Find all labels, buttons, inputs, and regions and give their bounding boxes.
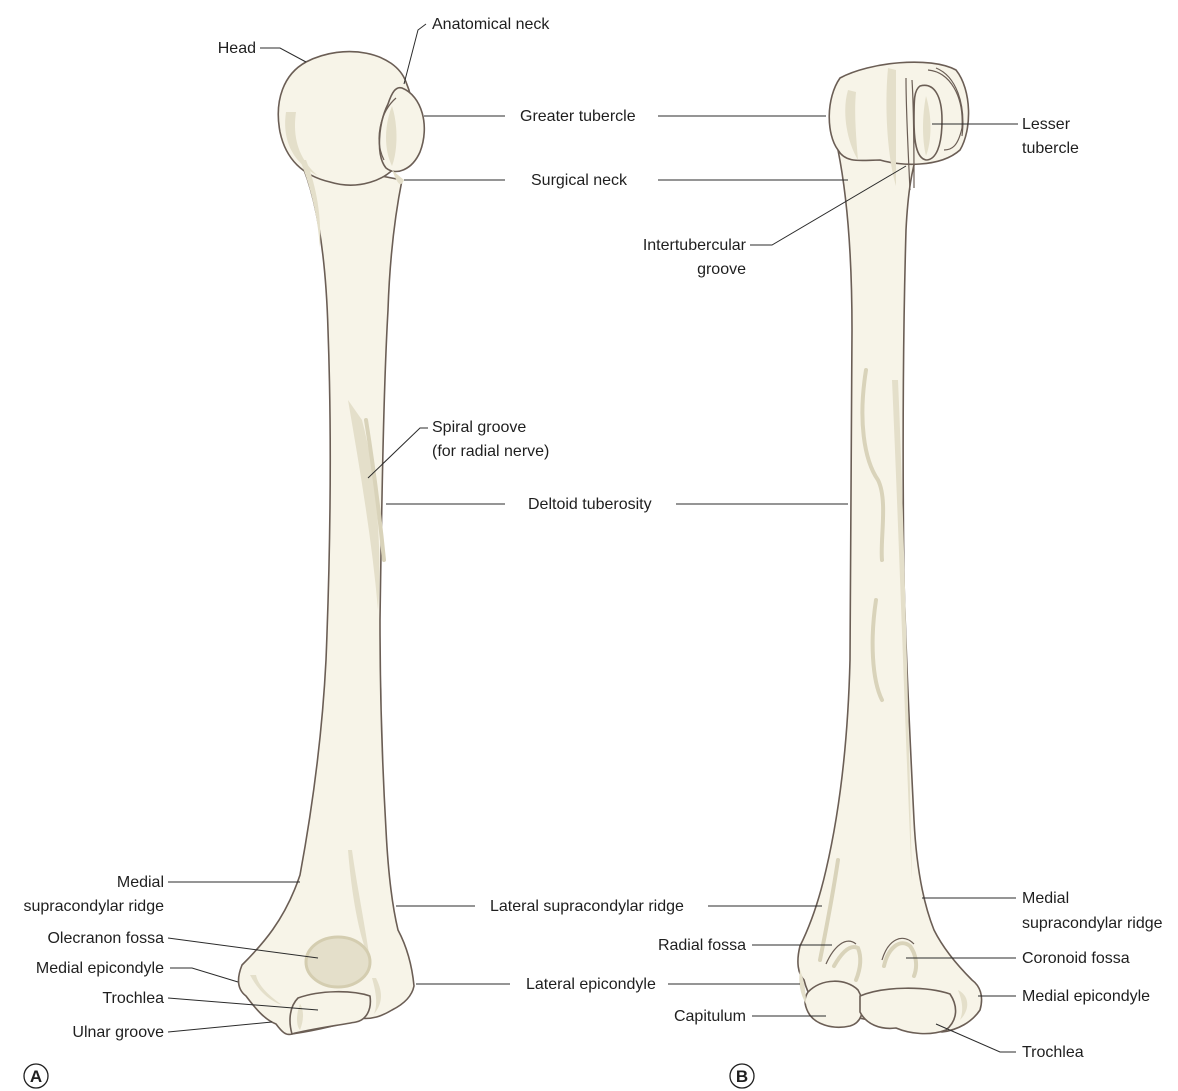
view-a-marker: A (24, 1064, 48, 1088)
humerus-a-body (239, 160, 414, 1035)
label-a-greater-tubercle: Greater tubercle (520, 108, 636, 125)
label-a-spiral-groove-line2: (for radial nerve) (432, 443, 549, 460)
label-a-anatomical-neck: Anatomical neck (432, 16, 550, 33)
humerus-view-a (239, 52, 425, 1035)
label-a-medial-supracondylar-line2: supracondylar ridge (23, 898, 164, 915)
label-a-trochlea: Trochlea (102, 990, 164, 1007)
label-b-capitulum: Capitulum (674, 1008, 746, 1025)
label-a-lateral-epicondyle: Lateral epicondyle (526, 976, 656, 993)
label-b-medial-supracondylar-line1: Medial (1022, 890, 1069, 907)
view-b-marker: B (730, 1064, 754, 1088)
label-a-olecranon-fossa: Olecranon fossa (47, 930, 164, 947)
label-b-coronoid-fossa: Coronoid fossa (1022, 950, 1130, 967)
label-b-medial-epicondyle: Medial epicondyle (1022, 988, 1150, 1005)
label-a-deltoid-tuberosity: Deltoid tuberosity (528, 496, 652, 513)
label-a-medial-epicondyle: Medial epicondyle (36, 960, 164, 977)
label-a-surgical-neck: Surgical neck (531, 172, 628, 189)
humerus-view-b (798, 62, 982, 1033)
humerus-b-capitulum (805, 981, 863, 1027)
label-b-intertubercular-line1: Intertubercular (643, 237, 747, 254)
label-a-lateral-supracondylar: Lateral supracondylar ridge (490, 898, 684, 915)
view-b-letter: B (736, 1067, 748, 1086)
label-b-lesser-tubercle-line1: Lesser (1022, 116, 1071, 133)
humerus-b-body (798, 150, 982, 1032)
label-b-intertubercular-line2: groove (697, 261, 746, 278)
label-a-head: Head (218, 40, 256, 57)
label-a-spiral-groove-line1: Spiral groove (432, 419, 526, 436)
label-a-medial-supracondylar-line1: Medial (117, 874, 164, 891)
label-b-medial-supracondylar-line2: supracondylar ridge (1022, 915, 1163, 932)
view-a-letter: A (30, 1067, 42, 1086)
label-b-lesser-tubercle-line2: tubercle (1022, 140, 1079, 157)
humerus-a-olecranon-fossa (306, 937, 370, 987)
label-b-radial-fossa: Radial fossa (658, 937, 746, 954)
label-a-ulnar-groove: Ulnar groove (72, 1024, 164, 1041)
label-b-trochlea: Trochlea (1022, 1044, 1084, 1061)
